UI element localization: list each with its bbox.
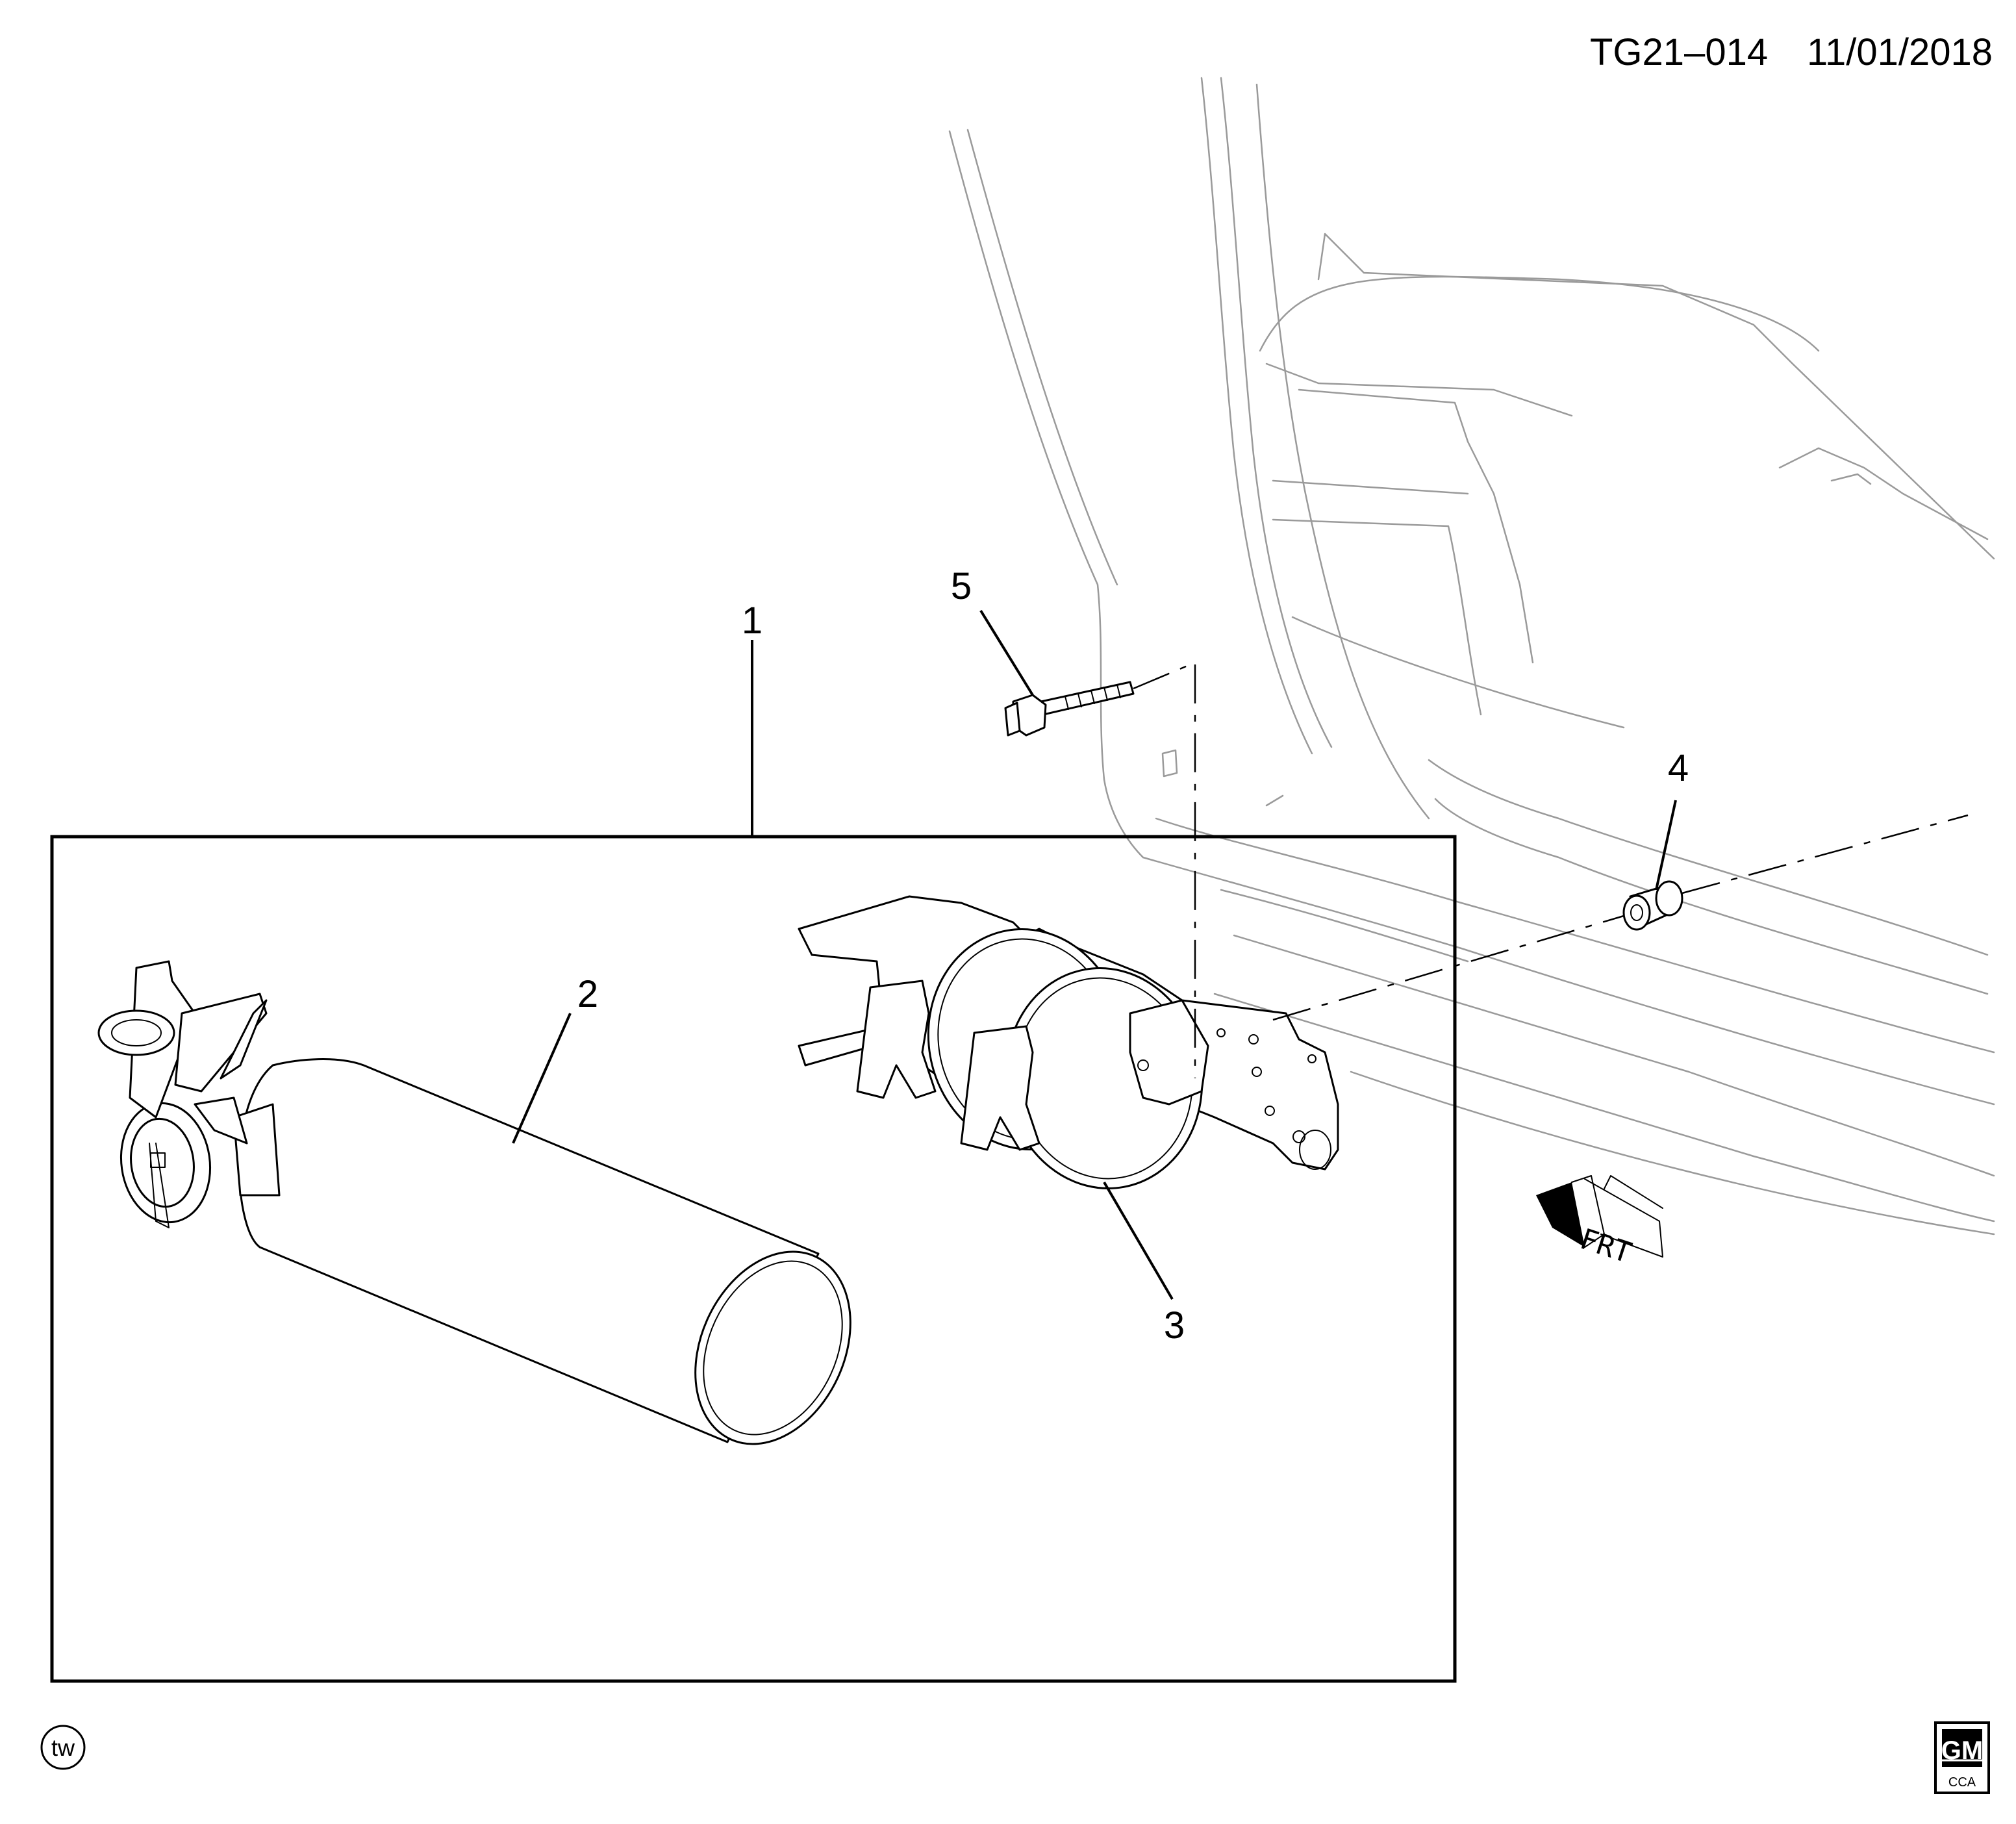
frt-label: FRT xyxy=(1576,1222,1635,1270)
leader-lines xyxy=(512,609,1677,1300)
gm-logo: GM CCA xyxy=(1934,1721,1990,1794)
front-direction-indicator: FRT xyxy=(1536,1175,1663,1270)
svg-text:tw: tw xyxy=(51,1734,75,1761)
callout-2: 2 xyxy=(577,973,598,1015)
mounting-bolt xyxy=(1004,681,1135,737)
vehicle-body-outline xyxy=(948,77,1995,1235)
fire-extinguisher xyxy=(97,960,851,1445)
callout-1: 1 xyxy=(742,600,762,642)
callout-3: 3 xyxy=(1164,1304,1185,1347)
extinguisher-bracket xyxy=(798,895,1339,1189)
tw-mark: tw xyxy=(40,1725,86,1770)
spacer-nut xyxy=(1622,880,1683,931)
callout-5: 5 xyxy=(951,565,972,607)
callout-4: 4 xyxy=(1668,747,1689,789)
drawing-id: TG21–014 xyxy=(1590,31,1768,73)
svg-text:CCA: CCA xyxy=(1948,1775,1976,1790)
drawing-date: 11/01/2018 xyxy=(1807,31,1993,73)
center-lines xyxy=(1133,661,1969,1078)
